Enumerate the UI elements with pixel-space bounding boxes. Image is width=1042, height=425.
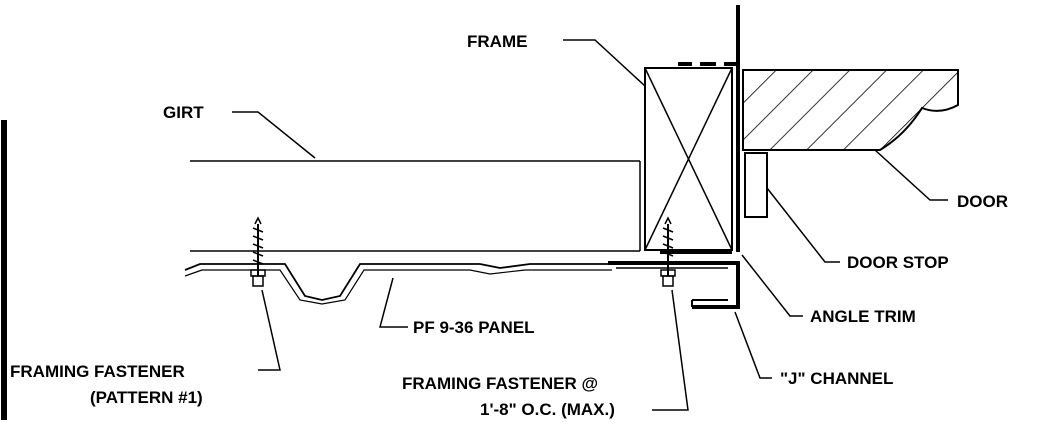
label-girt: GIRT bbox=[163, 103, 204, 122]
label-fastener-pattern-2: (PATTERN #1) bbox=[90, 388, 203, 407]
label-door: DOOR bbox=[957, 192, 1008, 211]
j-channel bbox=[608, 261, 740, 309]
label-frame: FRAME bbox=[467, 32, 527, 51]
girt-leader bbox=[232, 111, 316, 159]
fastener-oc-leader bbox=[652, 289, 689, 411]
framing-fastener-1 bbox=[250, 216, 266, 287]
door-leader bbox=[874, 149, 948, 201]
label-fastener-pattern-1: FRAMING FASTENER bbox=[10, 362, 185, 381]
label-angle-trim: ANGLE TRIM bbox=[810, 307, 916, 326]
label-door-stop: DOOR STOP bbox=[847, 253, 949, 272]
angle-trim bbox=[660, 5, 740, 254]
door bbox=[742, 69, 959, 151]
panel-leader bbox=[379, 277, 408, 328]
door-stop-leader bbox=[766, 187, 840, 263]
fastener-pattern-leader bbox=[258, 289, 281, 371]
frame-leader bbox=[563, 39, 646, 87]
label-fastener-oc-1: FRAMING FASTENER @ bbox=[402, 374, 598, 393]
label-fastener-oc-2: 1'-8" O.C. (MAX.) bbox=[480, 400, 615, 419]
girt bbox=[190, 160, 641, 252]
j-channel-leader bbox=[734, 311, 772, 379]
frame-box bbox=[644, 62, 740, 251]
angle-trim-leader bbox=[741, 254, 803, 317]
leader-lines bbox=[232, 39, 948, 411]
label-panel: PF 9-36 PANEL bbox=[413, 318, 535, 337]
door-stop bbox=[744, 152, 768, 218]
framing-fastener-2 bbox=[660, 216, 676, 287]
label-j-channel: "J" CHANNEL bbox=[780, 369, 893, 388]
